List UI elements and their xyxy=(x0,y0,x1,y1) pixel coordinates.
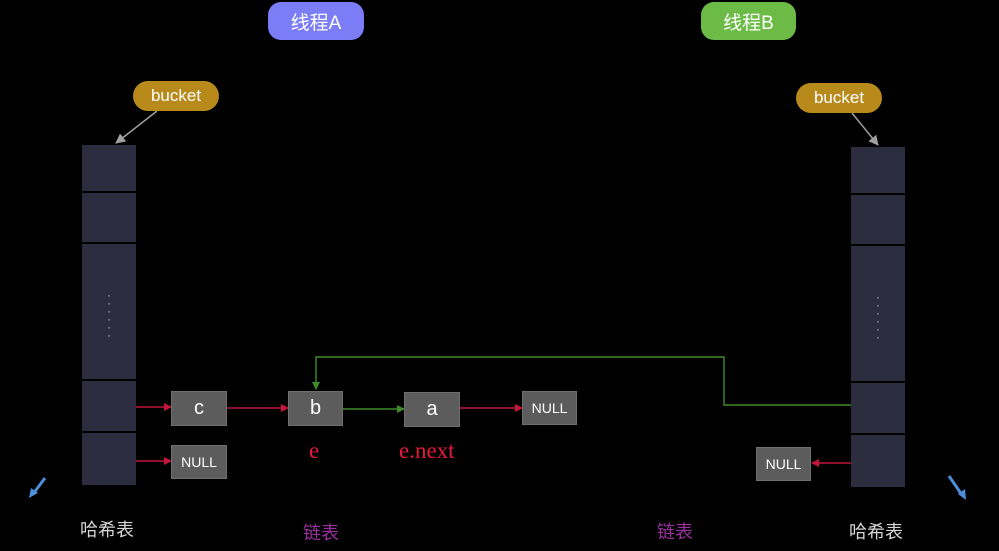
hash-slot xyxy=(82,244,136,379)
hash-slot xyxy=(851,435,905,487)
node-null-a: NULL xyxy=(522,391,577,425)
hash-slot xyxy=(82,145,136,191)
thread-b-to-b-arrow xyxy=(312,356,851,406)
ellipsis-icon: ······ xyxy=(107,290,111,342)
linked-list-b-caption: 链表 xyxy=(657,522,693,543)
node-a: a xyxy=(404,392,460,427)
bucket-b-tag: bucket xyxy=(796,83,882,113)
hash-slot xyxy=(82,193,136,242)
hash-slot xyxy=(82,381,136,431)
hash-slot xyxy=(82,433,136,485)
node-null-left: NULL xyxy=(171,445,227,479)
variable-e-next: e.next xyxy=(399,438,455,463)
hash-slot xyxy=(851,195,905,244)
node-c: c xyxy=(171,391,227,426)
node-null-right: NULL xyxy=(756,447,811,481)
bucket-a-pointer xyxy=(115,110,158,144)
bucket-b-pointer xyxy=(851,112,879,146)
hash-slot xyxy=(851,246,905,381)
hash-slot xyxy=(851,147,905,193)
ellipsis-icon: ······ xyxy=(876,292,880,344)
node-b: b xyxy=(288,391,343,426)
hash-table-a-caption: 哈希表 xyxy=(80,520,134,541)
linked-list-a-caption: 链表 xyxy=(303,523,339,544)
hash-table-b-caption: 哈希表 xyxy=(849,522,903,543)
thread-b-badge: 线程B xyxy=(701,2,796,40)
diagonal-arrow-icon xyxy=(947,475,966,500)
diagonal-arrow-icon xyxy=(29,477,47,498)
hash-slot xyxy=(851,383,905,433)
bucket-a-tag: bucket xyxy=(133,81,219,111)
thread-a-badge: 线程A xyxy=(268,2,364,40)
variable-e: e xyxy=(309,438,320,463)
